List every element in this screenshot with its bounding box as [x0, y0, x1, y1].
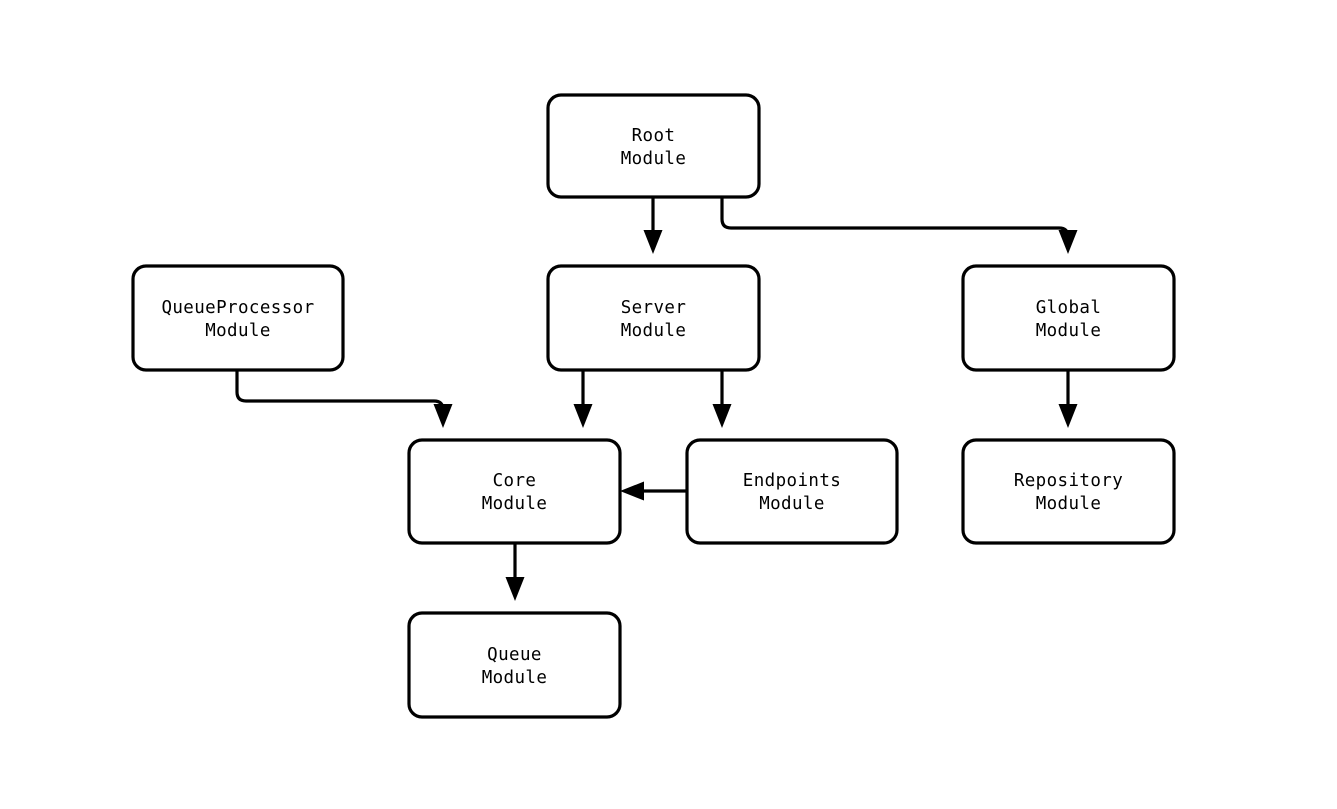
edge-root-to-global-line — [720, 197, 1070, 238]
node-core-label-line1: Core — [493, 471, 537, 491]
node-repository-box[interactable] — [961, 438, 1176, 545]
node-server-label-line1: Server — [621, 298, 687, 318]
edge-endpoints-to-core — [620, 481, 687, 501]
node-global[interactable]: Global Module — [961, 264, 1176, 372]
node-core[interactable]: Core Module — [407, 438, 622, 545]
node-queueprocessor[interactable]: QueueProcessor Module — [131, 264, 345, 372]
node-queue-box[interactable] — [407, 611, 622, 719]
node-queueprocessor-box[interactable] — [131, 264, 345, 372]
node-root[interactable]: Root Module — [546, 93, 761, 199]
edge-root-to-server — [643, 197, 663, 254]
node-endpoints-box[interactable] — [685, 438, 899, 545]
edge-queueprocessor-to-core-arrowhead — [433, 404, 453, 428]
edge-server-to-endpoints — [712, 370, 732, 428]
node-root-label-line1: Root — [632, 126, 676, 146]
edge-root-to-global-arrowhead — [1058, 230, 1078, 254]
node-repository-label-line2: Module — [1036, 494, 1102, 514]
node-endpoints-label-line2: Module — [759, 494, 825, 514]
edge-queueprocessor-to-core-line — [235, 370, 445, 412]
node-root-label-line2: Module — [621, 149, 687, 169]
node-server-box[interactable] — [546, 264, 761, 372]
node-endpoints-label-line1: Endpoints — [743, 471, 841, 491]
edge-global-to-repository — [1058, 370, 1078, 428]
node-global-label-line2: Module — [1036, 321, 1102, 341]
node-queue[interactable]: Queue Module — [407, 611, 622, 719]
edge-global-to-repository-arrowhead — [1058, 404, 1078, 428]
node-server[interactable]: Server Module — [546, 264, 761, 372]
node-server-label-line2: Module — [621, 321, 687, 341]
edge-server-to-endpoints-arrowhead — [712, 404, 732, 428]
node-endpoints[interactable]: Endpoints Module — [685, 438, 899, 545]
node-repository-label-line1: Repository — [1014, 471, 1123, 491]
node-core-box[interactable] — [407, 438, 622, 545]
edge-root-to-global — [720, 197, 1078, 254]
edge-server-to-core — [573, 370, 593, 428]
edge-queueprocessor-to-core — [235, 370, 453, 428]
node-global-label-line1: Global — [1036, 298, 1102, 318]
node-queueprocessor-label-line2: Module — [205, 321, 271, 341]
node-repository[interactable]: Repository Module — [961, 438, 1176, 545]
edge-endpoints-to-core-arrowhead — [620, 481, 644, 501]
node-queue-label-line1: Queue — [487, 645, 542, 665]
edge-core-to-queue-arrowhead — [505, 577, 525, 601]
node-queueprocessor-label-line1: QueueProcessor — [161, 298, 314, 318]
node-global-box[interactable] — [961, 264, 1176, 372]
node-root-box[interactable] — [546, 93, 761, 199]
node-core-label-line2: Module — [482, 494, 548, 514]
edge-root-to-server-arrowhead — [643, 230, 663, 254]
node-queue-label-line2: Module — [482, 668, 548, 688]
edge-core-to-queue — [505, 543, 525, 601]
edge-server-to-core-arrowhead — [573, 404, 593, 428]
